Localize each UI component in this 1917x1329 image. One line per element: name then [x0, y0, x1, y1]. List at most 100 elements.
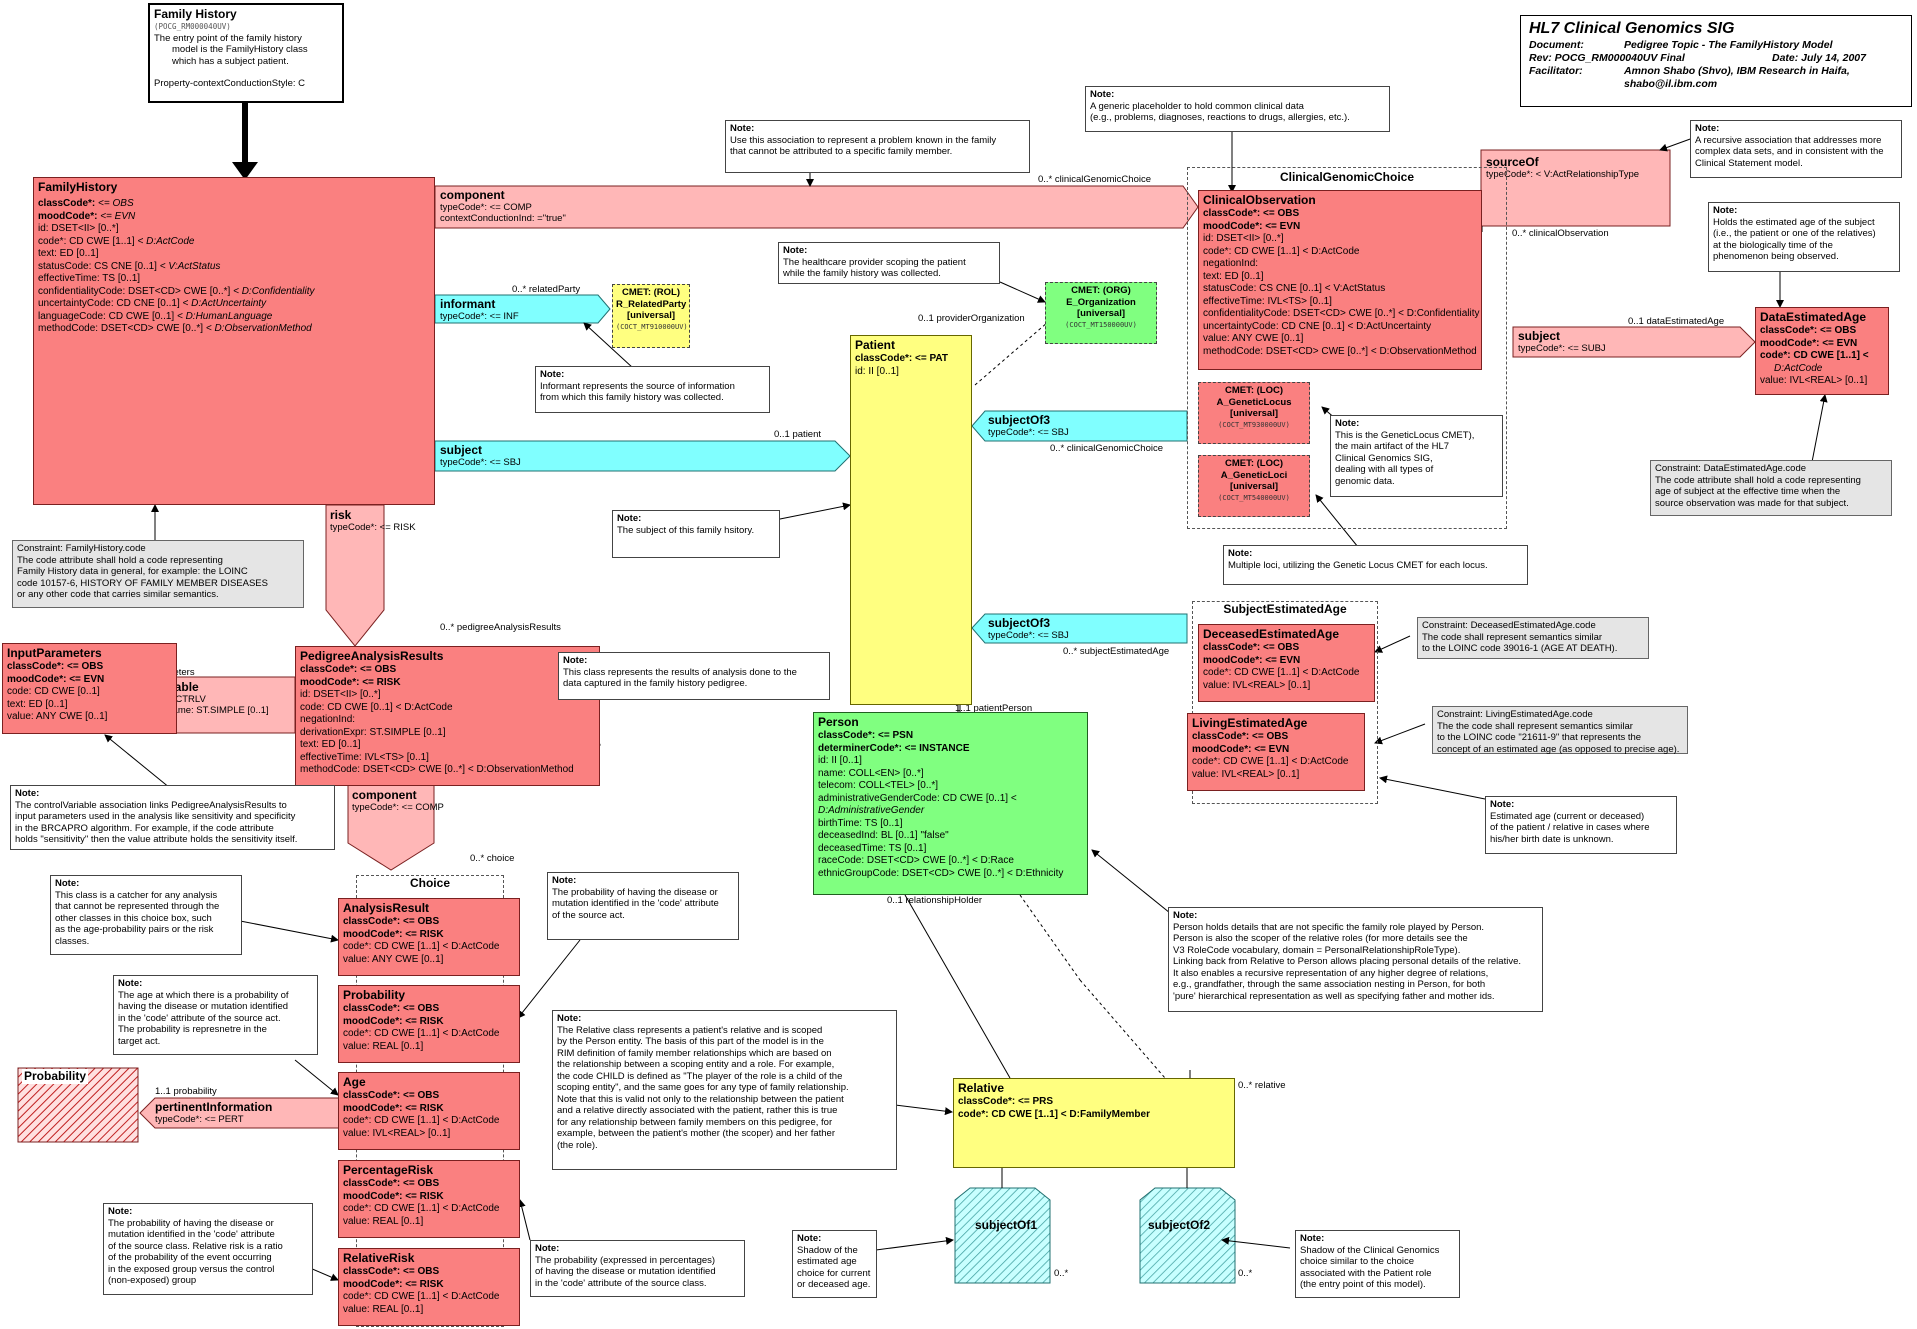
subject-estimated-age-choice[interactable]: SubjectEstimatedAge [1192, 601, 1378, 804]
subjectOf3b-arrow-shape [971, 613, 1188, 644]
label-clinicalObservation: 0..* clinicalObservation [1512, 228, 1609, 239]
label-clinicalGenomicChoice-1: 0..* clinicalGenomicChoice [1038, 174, 1151, 185]
choice-title: Choice [409, 876, 450, 890]
note-person: Note: Person holds details that are not … [1168, 907, 1543, 1012]
person-title: Person [818, 715, 859, 729]
subjectOf3b-participation[interactable]: subjectOf3 typeCode*: <= SBJ [988, 616, 1069, 641]
note-genetic-locus: Note:This is the GeneticLocus CMET),the … [1330, 415, 1503, 497]
pertinentInformation-relationship[interactable]: pertinentInformation typeCode*: <= PERT [155, 1100, 273, 1125]
clinical-observation-title: ClinicalObservation [1203, 193, 1316, 207]
probability-shadow-title[interactable]: Probability [22, 1069, 89, 1084]
label-so1: 0..* [1054, 1268, 1069, 1279]
person-class[interactable]: Person classCode*: <= PSN determinerCode… [813, 712, 1088, 895]
header-title: HL7 Clinical Genomics SIG [1529, 20, 1735, 37]
patient-class[interactable]: Patient classCode*: <= PAT id: II [0..1] [850, 335, 972, 705]
subjectOf2-shape [1139, 1187, 1236, 1284]
percentage-risk-title: PercentageRisk [343, 1163, 434, 1177]
component-arrow-shape [434, 185, 1199, 229]
note-provider: Note: The healthcare provider scoping th… [778, 242, 1000, 284]
family-history-class[interactable]: FamilyHistory classCode*: <= OBS moodCod… [33, 177, 435, 505]
component2-relationship[interactable]: component typeCode*: <= COMP [352, 788, 444, 813]
entry-arrowhead [232, 162, 258, 180]
note-generic-placeholder: Note:A generic placeholder to hold commo… [1085, 86, 1390, 132]
relative-risk-class[interactable]: RelativeRisk classCode*: <= OBS moodCode… [338, 1248, 520, 1326]
analysis-result-title: AnalysisResult [343, 901, 430, 915]
note-informant: Note:Informant represents the source of … [535, 366, 770, 413]
pedigree-analysis-results-class[interactable]: PedigreeAnalysisResults classCode*: <= O… [295, 646, 600, 786]
note-catcher: Note:This class is a catcher for any ana… [50, 875, 242, 955]
label-providerOrganization: 0..1 providerOrganization [918, 313, 1025, 324]
label-relatedParty: 0..* relatedParty [512, 284, 581, 295]
deceased-estimated-age-class[interactable]: DeceasedEstimatedAge classCode*: <= OBS … [1198, 624, 1375, 702]
living-estimated-age-class[interactable]: LivingEstimatedAge classCode*: <= OBS mo… [1187, 713, 1365, 791]
patient-title: Patient [855, 338, 896, 352]
document-header: HL7 Clinical Genomics SIG Document:Pedig… [1520, 15, 1912, 107]
clinical-genomic-choice[interactable]: ClinicalGenomicChoice [1187, 167, 1507, 529]
entry-point-box[interactable]: Family History (POCG_RM000040UV) The ent… [148, 3, 344, 103]
subject2-relationship[interactable]: subject typeCode*: <= SUBJ [1518, 329, 1606, 354]
probability-title: Probability [343, 988, 406, 1002]
label-pedigreeAnalysisResults: 0..* pedigreeAnalysisResults [440, 622, 561, 633]
subjectOf1-relationship[interactable]: subjectOf1 [975, 1218, 1038, 1232]
family-history-attributes: classCode*: <= OBS moodCode*: <= EVN id:… [38, 198, 315, 334]
data-estimated-age-class[interactable]: DataEstimatedAge classCode*: <= OBS mood… [1755, 307, 1889, 395]
header-row-2: Facilitator:Amnon Shabo (Shvo), IBM Rese… [1529, 65, 1850, 77]
age-class[interactable]: Age classCode*: <= OBS moodCode*: <= RIS… [338, 1072, 520, 1150]
subject2-arrow-shape [1512, 326, 1756, 358]
header-row-3: shabo@il.ibm.com [1624, 78, 1718, 90]
label-probability: 1..1 probability [155, 1086, 217, 1097]
note-estimated-age-subject: Note:Holds the estimated age of the subj… [1708, 202, 1900, 272]
note-relative-risk: Note:The probability of having the disea… [103, 1203, 313, 1295]
subject-estimated-age-title: SubjectEstimatedAge [1223, 602, 1347, 616]
note-subject-of-family-history: Note:The subject of this family hsitory. [612, 510, 780, 558]
informant-participation[interactable]: informant typeCode*: <= INF [440, 297, 519, 322]
subjectOf2-relationship[interactable]: subjectOf2 [1148, 1218, 1211, 1232]
age-title: Age [343, 1075, 366, 1089]
cmet-genetic-loci[interactable]: CMET: (LOC) A_GeneticLoci [universal] (C… [1198, 455, 1310, 517]
relative-class[interactable]: Relative classCode*: <= PRS code*: CD CW… [953, 1078, 1235, 1168]
label-dataEstimatedAge: 0..1 dataEstimatedAge [1628, 316, 1725, 327]
note-component: Note:Use this association to represent a… [725, 120, 1030, 173]
cmet-organization[interactable]: CMET: (ORG) E_Organization [universal] (… [1045, 282, 1157, 344]
subject-arrow-shape [434, 440, 851, 472]
informant-arrow-shape [434, 294, 611, 324]
label-relative: 0..* relative [1238, 1080, 1286, 1091]
analysis-result-class[interactable]: AnalysisResult classCode*: <= OBS moodCo… [338, 898, 520, 976]
label-patient: 0..1 patient [774, 429, 822, 440]
note-multiple-loci: Note:Multiple loci, utilizing the Geneti… [1223, 545, 1528, 585]
label-subjectEstimatedAge: 0..* subjectEstimatedAge [1063, 646, 1170, 657]
entry-point-code: (POCG_RM000040UV) [154, 22, 231, 31]
input-parameters-class[interactable]: InputParameters classCode*: <= OBS moodC… [2, 643, 177, 734]
subjectOf3a-participation[interactable]: subjectOf3 typeCode*: <= SBJ [988, 413, 1069, 438]
percentage-risk-class[interactable]: PercentageRisk classCode*: <= OBS moodCo… [338, 1160, 520, 1238]
subject-participation[interactable]: subject typeCode*: <= SBJ [440, 443, 521, 468]
input-parameters-title: InputParameters [7, 646, 102, 660]
risk-arrow-shape [325, 504, 385, 647]
cmet-genetic-locus[interactable]: CMET: (LOC) A_GeneticLocus [universal] (… [1198, 382, 1310, 444]
pedigree-analysis-results-title: PedigreeAnalysisResults [300, 649, 444, 663]
component-relationship[interactable]: component typeCode*: <= COMP contextCond… [440, 188, 566, 224]
deceased-estimated-age-title: DeceasedEstimatedAge [1203, 627, 1340, 641]
data-estimated-age-title: DataEstimatedAge [1760, 310, 1867, 324]
risk-relationship[interactable]: risk typeCode*: <= RISK [330, 508, 416, 533]
living-estimated-age-title: LivingEstimatedAge [1192, 716, 1308, 730]
label-so2: 0..* [1238, 1268, 1253, 1279]
clinical-observation-class[interactable]: ClinicalObservation classCode*: <= OBS m… [1198, 190, 1482, 370]
label-relationshipHolder: 0..1 relationshipHolder [887, 895, 983, 906]
cmet-related-party[interactable]: CMET: (ROL) R_RelatedParty [universal] (… [612, 284, 690, 348]
note-estimated-age: Note:Estimated age (current or deceased)… [1485, 796, 1677, 854]
clinical-genomic-choice-title: ClinicalGenomicChoice [1279, 170, 1415, 184]
family-history-title: FamilyHistory [38, 180, 118, 194]
sourceOf-relationship[interactable]: sourceOf typeCode*: < V:ActRelationshipT… [1486, 155, 1640, 180]
probability-class[interactable]: Probability classCode*: <= OBS moodCode*… [338, 985, 520, 1063]
note-relative-class: Note: The Relative class represents a pa… [552, 1010, 897, 1170]
relative-risk-title: RelativeRisk [343, 1251, 415, 1265]
note-pedigree-results: Note:This class represents the results o… [558, 652, 830, 700]
note-control-variable: Note:The controlVariable association lin… [10, 785, 335, 850]
